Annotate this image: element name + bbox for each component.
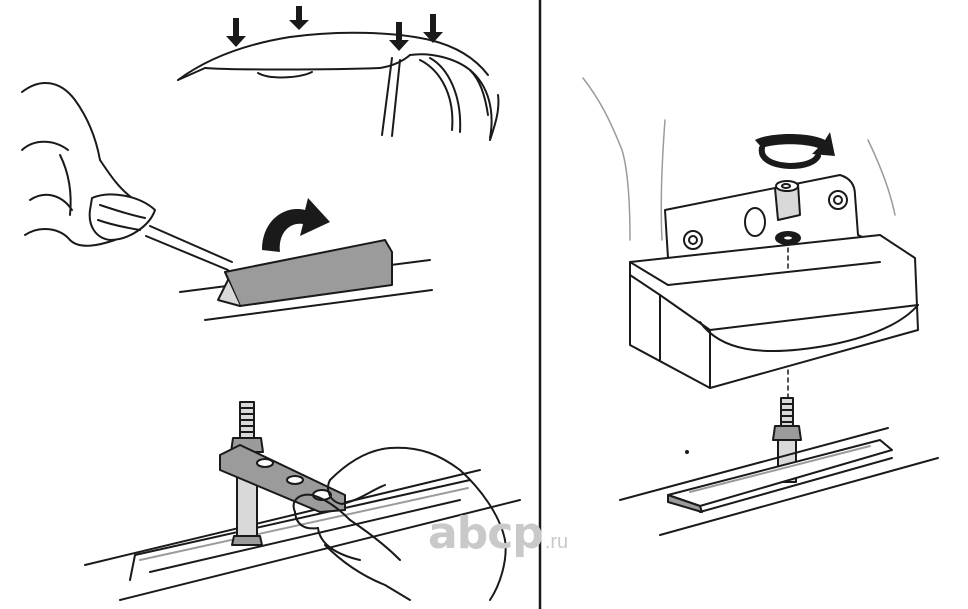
roof-cover-strip xyxy=(179,239,433,321)
rotate-arrow-icon xyxy=(262,198,330,252)
roof-foot-assembly xyxy=(629,174,919,389)
rail-channel-right xyxy=(619,427,939,536)
watermark-main-text: abcp xyxy=(428,508,544,559)
hand-holding-wrench xyxy=(292,446,507,601)
rail-channel xyxy=(84,469,521,601)
mount-point-arrows xyxy=(226,6,443,51)
watermark-domain-suffix: .ru xyxy=(544,531,569,553)
vehicle-body-silhouette xyxy=(582,77,896,241)
down-arrow-icon xyxy=(389,22,409,51)
rotate-clockwise-icon xyxy=(755,132,835,169)
down-arrow-icon xyxy=(289,6,309,30)
car-roof-illustration xyxy=(177,31,500,141)
watermark-logo: abcp .ru xyxy=(428,508,568,556)
down-arrow-icon xyxy=(226,18,246,47)
down-arrow-icon xyxy=(423,14,443,43)
hand-with-screwdriver xyxy=(21,81,233,271)
